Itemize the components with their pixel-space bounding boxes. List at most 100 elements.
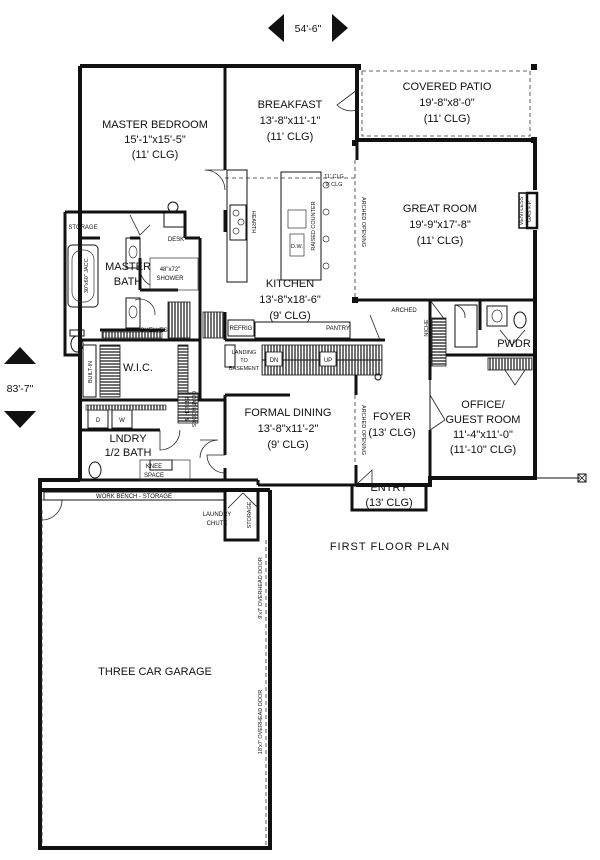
pwdr-toilet-icon: [513, 311, 527, 329]
desk-label: DESK: [168, 237, 184, 243]
depth-dimension-label: 83'-7": [7, 383, 34, 395]
desk-chair-icon: [163, 201, 187, 228]
svg-text:ENTRY: ENTRY: [370, 482, 408, 494]
room-master-bath: MASTER BATH: [105, 261, 151, 288]
room-garage: THREE CAR GARAGE: [98, 666, 212, 678]
svg-text:KITCHEN: KITCHEN: [266, 278, 314, 290]
knee-space-label-line1: KNEE: [146, 464, 162, 470]
stair-up-label: UP: [324, 358, 332, 364]
fireplace-label-line2: GAS F.P.: [527, 200, 533, 222]
svg-text:BREAKFAST: BREAKFAST: [258, 99, 323, 111]
room-lndry: LNDRY 1/2 BATH: [105, 433, 152, 459]
office-shelves: [487, 357, 533, 371]
wic-shelves: [101, 331, 163, 339]
staircase: [224, 344, 383, 376]
wic-shelving-north: [167, 301, 191, 339]
storage-label: STORAGE: [68, 225, 97, 231]
depth-dimension-marker: 83'-7": [4, 347, 36, 428]
raised-counter-label: RAISED COUNTER: [311, 201, 317, 250]
svg-text:(13' CLG): (13' CLG): [368, 427, 415, 439]
room-kitchen: KITCHEN 13'-8"x18'-6" (9' CLG): [259, 278, 321, 322]
room-foyer: FOYER (13' CLG): [368, 411, 415, 439]
svg-text:W.I.C.: W.I.C.: [123, 362, 153, 374]
fixtures: [41, 160, 533, 845]
jacuzzi-tub-icon: [67, 244, 99, 308]
pwdr-sink: [486, 305, 508, 327]
svg-text:(9' CLG): (9' CLG): [267, 439, 308, 451]
room-breakfast: BREAKFAST 13'-8"x11'-1" (11' CLG): [258, 99, 323, 143]
cooktop-icon: [229, 204, 247, 241]
room-office: OFFICE/ GUEST ROOM 11'-4"x11'-0" (11'-10…: [446, 399, 521, 456]
arched-top-label: ARCHED: [391, 308, 417, 314]
plan-title: FIRST FLOOR PLAN: [330, 541, 450, 553]
annotations: STORAGE DESK 30"x60" JACC. 48"x72" SHOWE…: [68, 174, 533, 754]
room-entry: ENTRY (13' CLG): [365, 482, 412, 509]
bench-label-line2: COAT HOOKS: [190, 391, 196, 427]
svg-text:(11' CLG): (11' CLG): [424, 113, 471, 125]
office-closet: [454, 304, 478, 348]
pantry-label: PANTRY: [326, 326, 350, 332]
stair-newel: [374, 373, 382, 381]
svg-text:THREE CAR GARAGE: THREE CAR GARAGE: [98, 666, 212, 678]
storage-garage-label: STORAGE: [247, 501, 253, 528]
stair-down-label: DN: [270, 358, 279, 364]
toilet-icon: [69, 329, 85, 353]
arched-opening-dining-label: ARCHED OPENING: [360, 405, 366, 455]
svg-text:BATH: BATH: [114, 276, 143, 288]
washer-dryer: [85, 404, 167, 429]
pantry-shelves-west: [202, 311, 224, 339]
svg-text:COVERED PATIO: COVERED PATIO: [403, 81, 492, 93]
svg-text:(11' CLG): (11' CLG): [417, 235, 464, 247]
refrig-label: REFRIG: [230, 326, 253, 332]
landing-label-line3: BASEMENT: [229, 366, 260, 372]
svg-text:PWDR: PWDR: [497, 338, 531, 350]
fireplace-label-line1: VENTLESS: [519, 196, 525, 225]
dryer-label: D: [96, 418, 101, 424]
svg-text:19'-8"x8'-0": 19'-8"x8'-0": [419, 97, 475, 109]
room-wic: W.I.C.: [123, 362, 153, 374]
svg-text:OFFICE/: OFFICE/: [461, 399, 505, 411]
room-pwdr: PWDR: [497, 338, 531, 350]
laundry-chute-label-line1: LAUNDRY: [203, 512, 232, 518]
niche-label: NICHE: [424, 319, 430, 336]
kitchen-counter-south: [254, 321, 351, 339]
wic-hanging-rod-east: [177, 344, 189, 398]
hearth-label: HEARTH: [250, 211, 256, 234]
room-covered-patio: COVERED PATIO 19'-8"x8'-0" (11' CLG): [403, 81, 492, 125]
built-in-cabinet: [82, 344, 97, 398]
built-in-label: BUILT-IN: [88, 361, 94, 383]
svg-text:13'-8"x11'-1": 13'-8"x11'-1": [260, 115, 321, 127]
svg-text:(13' CLG): (13' CLG): [365, 497, 412, 509]
shower-label-line1: 48"x72": [160, 267, 181, 273]
svg-text:19'-9"x17'-8": 19'-9"x17'-8": [409, 219, 471, 231]
arrow-up-icon: [4, 347, 36, 364]
svg-text:FOYER: FOYER: [373, 411, 411, 423]
svg-text:13'-8"x11'-2": 13'-8"x11'-2": [258, 423, 319, 435]
svg-text:11'-4"x11'-0": 11'-4"x11'-0": [453, 429, 513, 441]
svg-text:MASTER BEDROOM: MASTER BEDROOM: [102, 119, 208, 131]
svg-text:(11' CLG): (11' CLG): [132, 149, 179, 161]
overhead-door-1-label: 9'x7' OVERHEAD DOOR: [258, 557, 264, 618]
landing-label-line1: LANDING: [232, 350, 256, 356]
arched-opening-great-label: ARCHED OPENING: [360, 197, 366, 247]
shower-stall: [149, 257, 199, 291]
svg-text:15'-1"x15'-5": 15'-1"x15'-5": [124, 134, 186, 146]
svg-text:GUEST ROOM: GUEST ROOM: [446, 414, 521, 426]
bench-label-line1: BENCH &: [183, 397, 189, 422]
svg-text:LNDRY: LNDRY: [109, 433, 147, 445]
vanity-sinks-icon: [125, 237, 141, 329]
hearth-counter: [226, 169, 248, 283]
washer-label: W: [119, 418, 125, 424]
svg-text:GREAT ROOM: GREAT ROOM: [403, 203, 477, 215]
niche-shelves: [431, 317, 447, 367]
doors: [41, 89, 526, 521]
overhead-door-2-label: 18'x7' OVERHEAD DOOR: [258, 690, 264, 754]
bench-coat-hooks: [177, 392, 199, 424]
landing-label-line2: TO: [240, 358, 248, 364]
wic-hanging-rod-west: [99, 344, 121, 398]
room-formal-dining: FORMAL DINING 13'-8"x11'-2" (9' CLG): [245, 407, 332, 451]
width-dimension-marker: 54'-6": [268, 14, 348, 42]
covered-patio-outline: [361, 70, 531, 137]
room-great-room: GREAT ROOM 19'-9"x17'-8" (11' CLG): [403, 203, 477, 247]
